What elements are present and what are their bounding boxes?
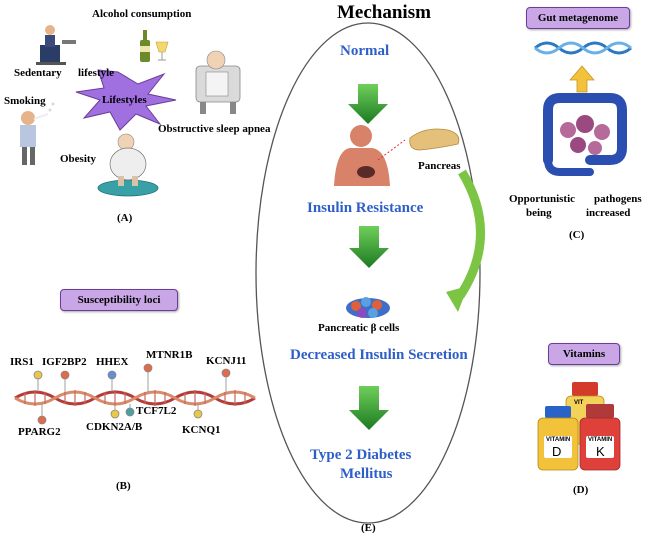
gene-irs1: IRS1 — [10, 356, 34, 368]
alcohol-label: Alcohol consumption — [92, 8, 192, 20]
intestine-illustration — [543, 93, 627, 176]
panel-e-label: (E) — [361, 522, 376, 534]
vitamin-d-word: VITAMIN — [546, 437, 571, 443]
torso-illustration — [334, 125, 406, 186]
vit-partial-label: VIT — [574, 400, 584, 406]
panel-d-label: (D) — [573, 484, 589, 496]
vitamins-tag: Vitamins — [548, 343, 620, 365]
down-arrow-3 — [349, 386, 389, 430]
gene-igf2bp2: IGF2BP2 — [42, 356, 87, 368]
step-insulin-resistance: Insulin Resistance — [307, 200, 424, 216]
lifestyle-label: lifestyle — [78, 67, 115, 79]
smoking-illustration — [20, 102, 55, 165]
lifestyles-center-label: Lifestyles — [102, 94, 147, 106]
being-label: being — [526, 207, 552, 219]
beta-cells-label: Pancreatic β cells — [318, 322, 400, 334]
sleep-apnea-illustration — [195, 50, 241, 114]
smoking-label: Smoking — [4, 95, 46, 107]
gut-metagenome-tag: Gut metagenome — [526, 7, 630, 29]
panel-a-label: (A) — [117, 212, 133, 224]
opportunistic-label: Opportunistic — [509, 193, 576, 205]
gene-cdkn2a-b: CDKN2A/B — [86, 421, 143, 433]
sedentary-label: Sedentary — [14, 67, 62, 79]
step-mellitus: Mellitus — [340, 466, 393, 482]
sleep-apnea-label: Obstructive sleep apnea — [158, 123, 271, 135]
pancreas-label: Pancreas — [418, 160, 461, 172]
panel-b-label: (B) — [116, 480, 131, 492]
alcohol-illustration — [140, 30, 169, 62]
obesity-illustration — [97, 133, 159, 197]
gene-pins — [33, 363, 231, 425]
pancreas-illustration — [409, 128, 460, 151]
gene-kcnq1: KCNQ1 — [182, 424, 221, 436]
vitamin-k-letter: K — [596, 444, 605, 459]
gene-hhex: HHEX — [96, 356, 129, 368]
up-arrow-icon — [569, 65, 595, 93]
step-type2-diabetes: Type 2 Diabetes — [310, 447, 412, 463]
down-arrow-2 — [349, 226, 389, 268]
gene-mtnr1b: MTNR1B — [146, 349, 193, 361]
gut-dna-icon — [534, 41, 632, 55]
lifestyles-star — [75, 69, 177, 131]
down-arrow-1 — [348, 84, 388, 124]
mechanism-title: Mechanism — [337, 2, 431, 23]
obesity-label: Obesity — [60, 153, 97, 165]
gene-kcnj11: KCNJ11 — [206, 355, 247, 367]
gene-tcf7l2: TCF7L2 — [136, 405, 177, 417]
step-normal: Normal — [340, 43, 390, 59]
sedentary-illustration — [36, 25, 76, 65]
vitamin-bottles — [537, 382, 621, 471]
beta-cells-illustration — [346, 297, 390, 318]
curved-arrow — [446, 169, 485, 312]
gene-pparg2: PPARG2 — [18, 426, 61, 438]
vitamin-d-letter: D — [552, 444, 562, 459]
panel-c-label: (C) — [569, 229, 585, 241]
susceptibility-loci-tag: Susceptibility loci — [60, 289, 178, 311]
dna-strand — [14, 390, 256, 406]
pathogens-label: pathogens — [594, 193, 642, 205]
mechanism-ellipse — [255, 22, 481, 524]
step-decreased-insulin-secretion: Decreased Insulin Secretion — [290, 347, 468, 363]
increased-label: increased — [586, 207, 631, 219]
vitamin-k-word: VITAMIN — [588, 437, 613, 443]
